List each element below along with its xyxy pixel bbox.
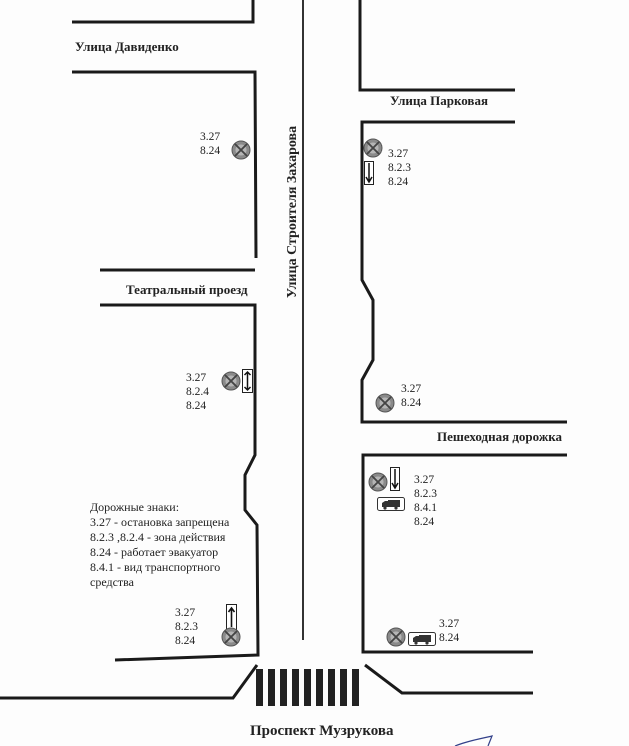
crosswalk-stripe — [256, 669, 263, 706]
curb-top-left — [72, 0, 255, 24]
crosswalk-stripe — [280, 669, 287, 706]
crosswalk-stripe — [352, 669, 359, 706]
no-stopping-sign-icon — [368, 472, 388, 492]
legend-title: Дорожные знаки: — [90, 500, 180, 514]
legend-item: 3.27 - остановка запрещена — [90, 515, 230, 529]
legend-item: 8.4.1 - вид транспортного — [90, 560, 221, 574]
curb-left-block-2 — [100, 303, 260, 662]
no-stopping-sign-icon — [231, 140, 251, 160]
legend-item: средства — [90, 575, 135, 589]
no-stopping-sign-icon — [375, 393, 395, 413]
legend-item: 8.2.3 ,8.2.4 - зона действия — [90, 530, 226, 544]
street-label-parkovaya: Улица Парковая — [390, 93, 488, 108]
truck-plate-icon — [377, 497, 405, 511]
legend: Дорожные знаки: 3.27 - остановка запреще… — [90, 500, 229, 590]
arrow-down-plate-icon — [390, 467, 401, 492]
street-label-zakharova: Улица Строителя Захарова — [285, 125, 300, 299]
curb-top-right — [358, 0, 515, 92]
crosswalk-stripe — [304, 669, 311, 706]
street-label-davidenko: Улица Давиденко — [75, 39, 179, 54]
truck-plate-icon — [408, 632, 436, 646]
no-stopping-sign-icon — [386, 627, 406, 647]
crosswalk-stripe — [340, 669, 347, 706]
crosswalk-stripe — [316, 669, 323, 706]
curb-left-block-1 — [72, 70, 258, 259]
crosswalk — [256, 669, 359, 706]
signature — [454, 735, 494, 746]
crosswalk-stripe — [292, 669, 299, 706]
street-label-teatralny: Театральный проезд — [126, 282, 248, 297]
crosswalk-stripe — [328, 669, 335, 706]
arrow-down-plate-icon — [364, 161, 374, 185]
street-label-muzrukova: Проспект Музрукова — [250, 723, 394, 739]
no-stopping-sign-icon — [363, 138, 383, 158]
curb-corner-sw — [0, 664, 259, 700]
street-label-peshekhodnaya: Пешеходная дорожка — [437, 429, 563, 444]
curb-right-block-2 — [361, 453, 567, 654]
no-stopping-sign-icon — [221, 627, 241, 647]
no-stopping-sign-icon — [221, 371, 241, 391]
legend-item: 8.24 - работает эвакуатор — [90, 545, 219, 559]
double-arrow-plate-icon — [242, 369, 253, 393]
curb-right-block-1 — [360, 120, 567, 424]
crosswalk-stripe — [268, 669, 275, 706]
curb-corner-se — [364, 663, 533, 695]
